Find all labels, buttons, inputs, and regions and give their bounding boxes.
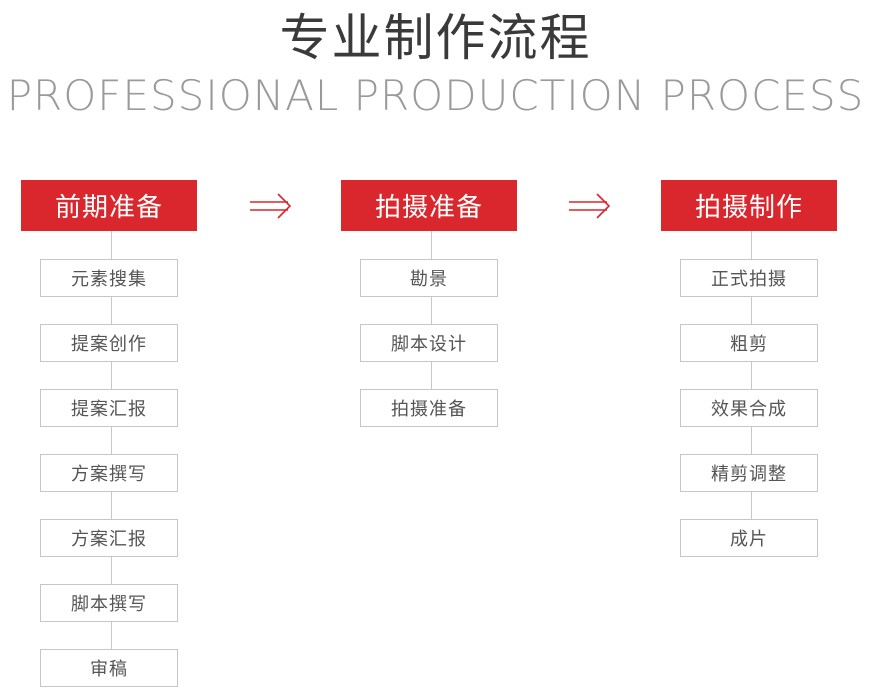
stage-header: 前期准备 — [21, 180, 197, 231]
double-arrow-icon — [250, 193, 292, 219]
step-box: 勘景 — [360, 259, 498, 297]
connector-line — [431, 231, 432, 412]
double-arrow-icon — [569, 193, 611, 219]
step-box: 方案撰写 — [40, 454, 178, 492]
step-box: 拍摄准备 — [360, 389, 498, 427]
step-box: 脚本撰写 — [40, 584, 178, 622]
connector-line — [111, 231, 112, 672]
step-box: 方案汇报 — [40, 519, 178, 557]
step-box: 脚本设计 — [360, 324, 498, 362]
step-box: 精剪调整 — [680, 454, 818, 492]
step-box: 成片 — [680, 519, 818, 557]
stage-header: 拍摄准备 — [341, 180, 517, 231]
page-title: 专业制作流程 — [279, 9, 592, 67]
step-box: 元素搜集 — [40, 259, 178, 297]
step-box: 提案创作 — [40, 324, 178, 362]
step-box: 提案汇报 — [40, 389, 178, 427]
page-subtitle: PROFESSIONAL PRODUCTION PROCESS — [6, 71, 865, 120]
step-box: 正式拍摄 — [680, 259, 818, 297]
stage-header: 拍摄制作 — [661, 180, 837, 231]
step-box: 审稿 — [40, 649, 178, 687]
step-box: 效果合成 — [680, 389, 818, 427]
step-box: 粗剪 — [680, 324, 818, 362]
connector-line — [751, 231, 752, 542]
